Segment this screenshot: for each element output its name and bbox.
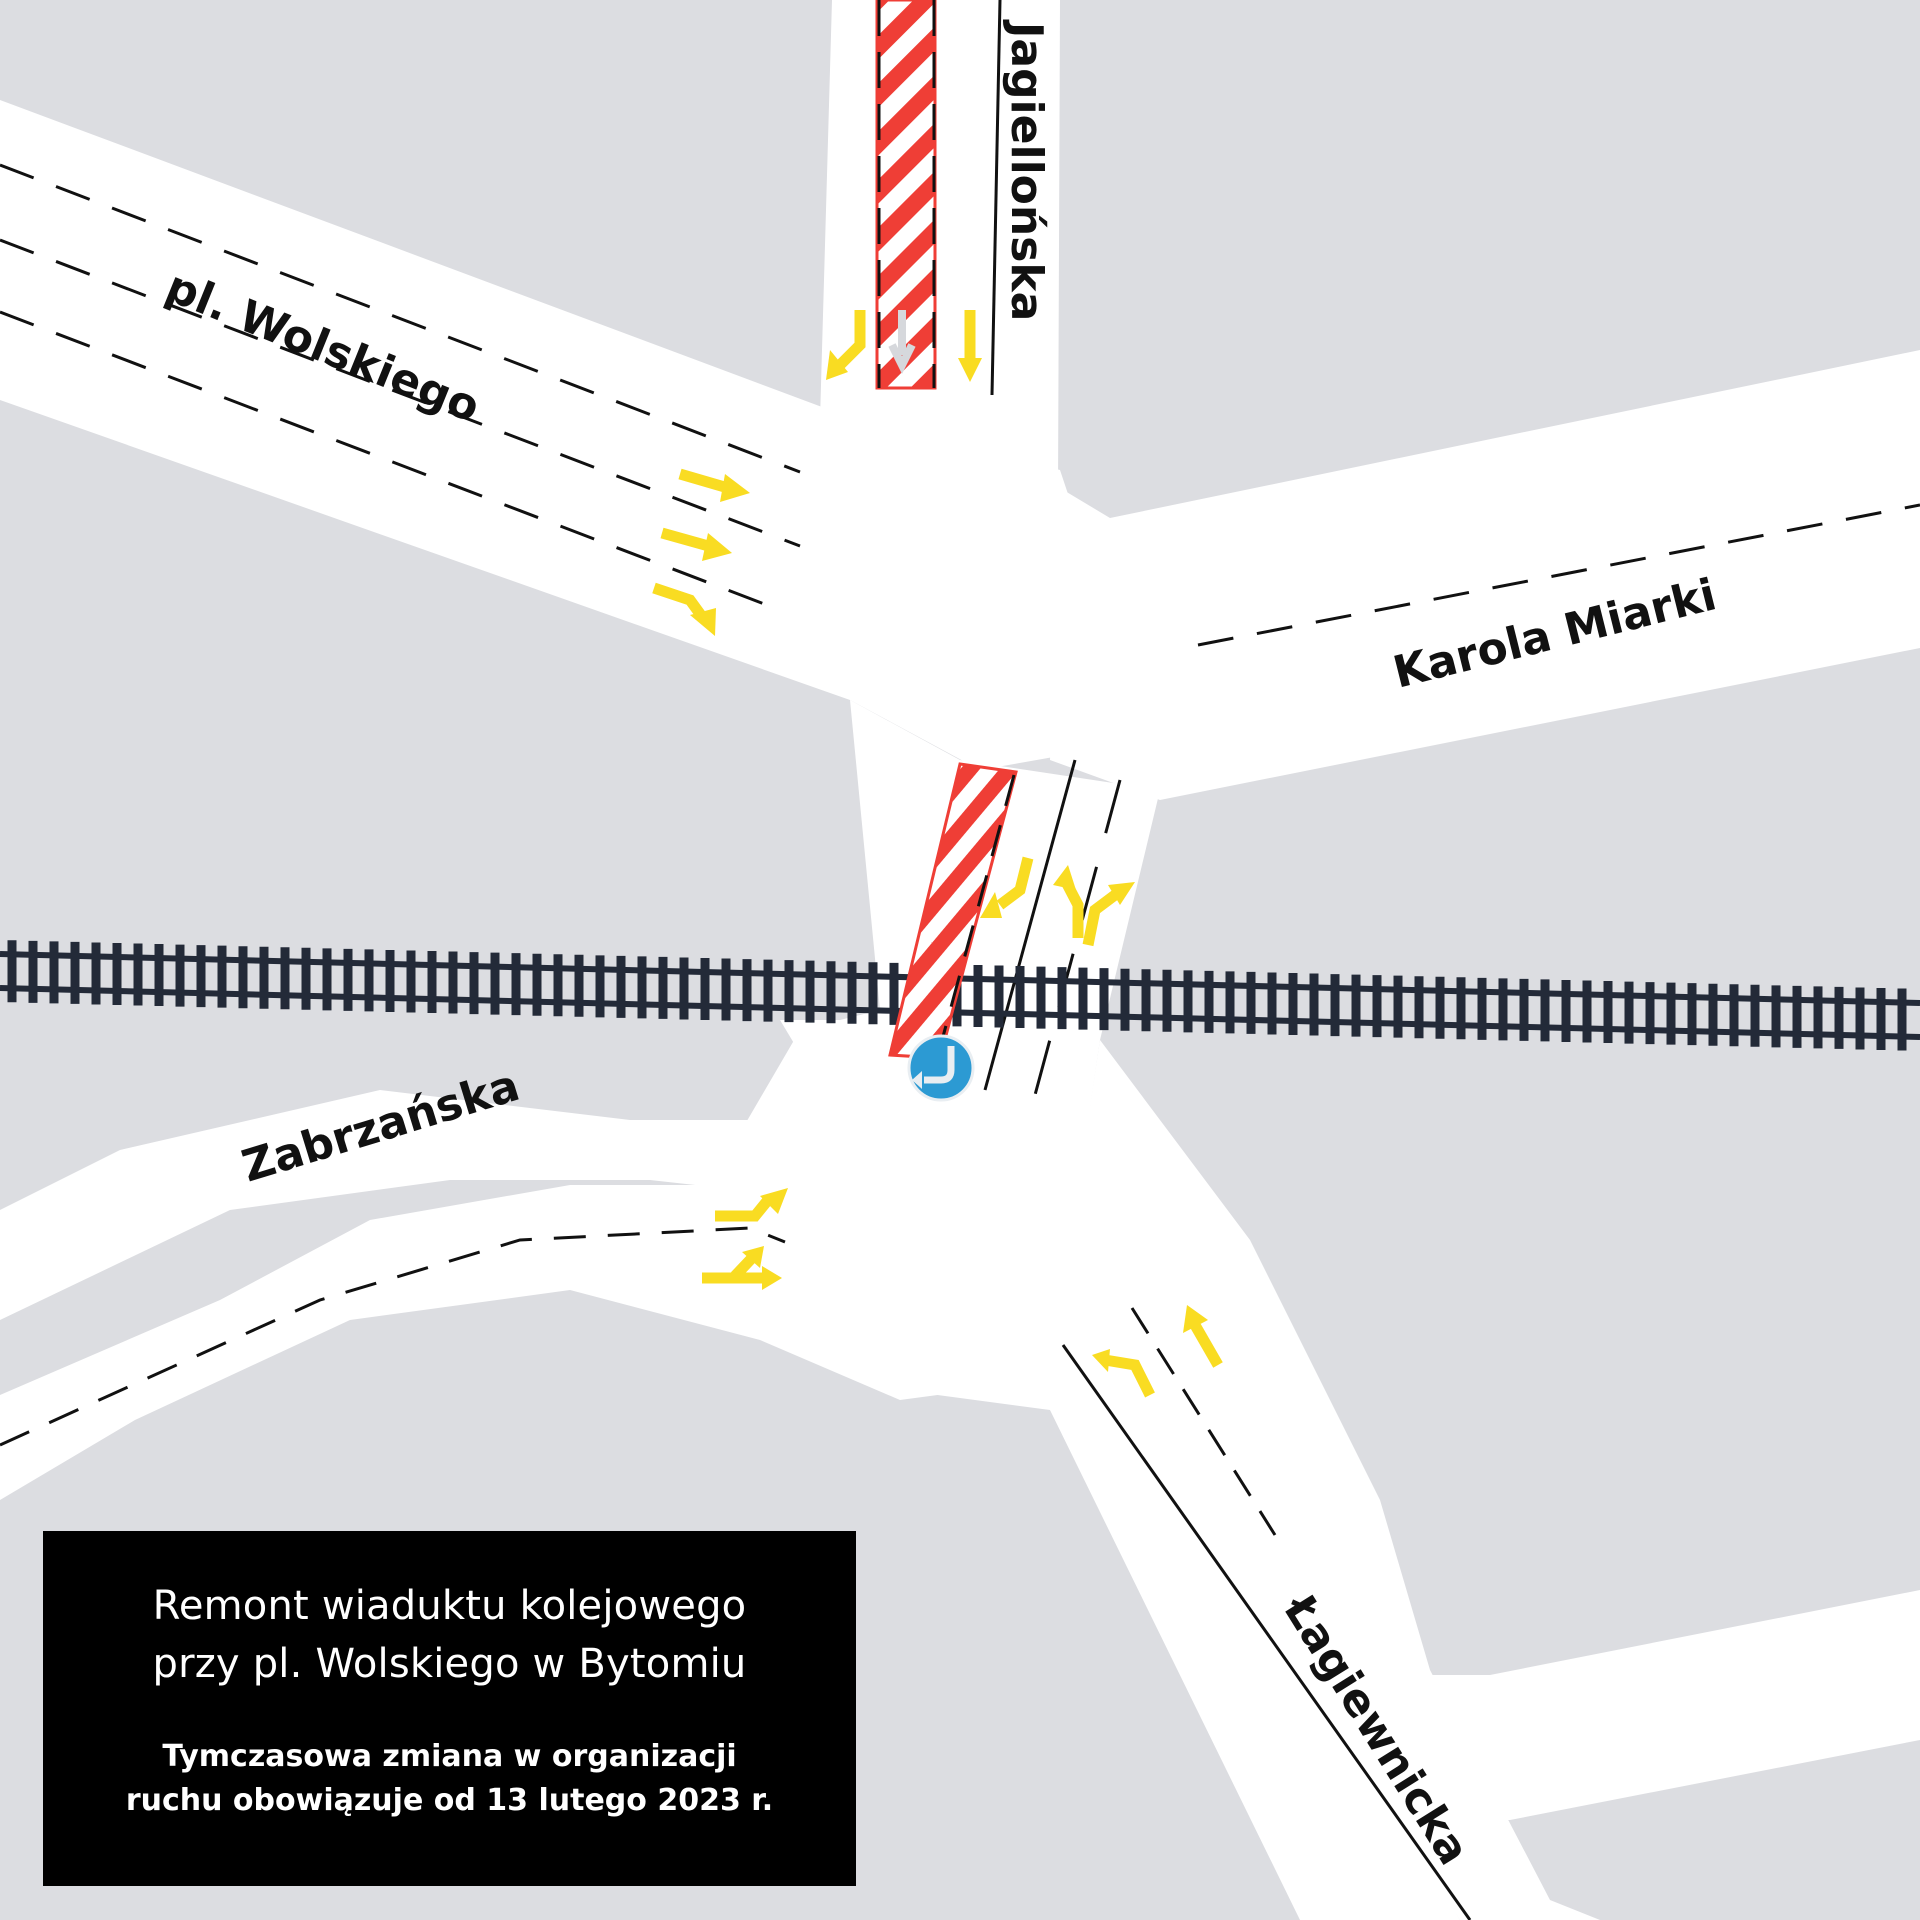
arrow-right-icon xyxy=(826,310,866,380)
info-panel: Remont wiaduktu kolejowego przy pl. Wols… xyxy=(43,1531,856,1886)
arrow-left-icon xyxy=(980,856,1034,918)
arrow-straight-icon xyxy=(1183,1305,1223,1368)
arrow-straight-icon xyxy=(678,468,750,502)
arrow-right-icon xyxy=(1082,882,1135,947)
info-title-line2: przy pl. Wolskiego w Bytomiu xyxy=(152,1641,747,1687)
arrow-straight-icon xyxy=(660,527,732,561)
info-subtitle-line2: ruchu obowiązuje od 13 lutego 2023 r. xyxy=(125,1783,774,1818)
street-label-jagiellonska: Jagiellońska xyxy=(1001,19,1052,321)
road-east-spur xyxy=(1360,1590,1920,1820)
arrow-straight-left-icon xyxy=(1053,865,1084,938)
road-karola-miarki xyxy=(1050,350,1920,800)
lane-arrows xyxy=(652,310,1223,1398)
arrow-left-icon xyxy=(715,1188,788,1222)
road-lagiewnicka xyxy=(1050,1040,1600,1920)
road-zabrzanska-upper xyxy=(0,1090,852,1320)
closure-jagiellonska xyxy=(875,0,937,390)
arrow-straight-left-icon xyxy=(702,1246,782,1290)
info-title-line1: Remont wiaduktu kolejowego xyxy=(152,1583,747,1629)
mandatory-pass-left-sign xyxy=(907,1034,975,1102)
arrow-right-icon xyxy=(652,582,716,636)
road-pl-wolskiego xyxy=(0,100,1150,770)
arrow-straight-icon xyxy=(958,310,982,382)
railway-track xyxy=(0,940,1920,1051)
road-lagiewnicka-west xyxy=(900,1370,1460,1920)
arrow-left-icon xyxy=(1092,1349,1155,1398)
info-subtitle-line1: Tymczasowa zmiana w organizacji xyxy=(162,1739,737,1774)
